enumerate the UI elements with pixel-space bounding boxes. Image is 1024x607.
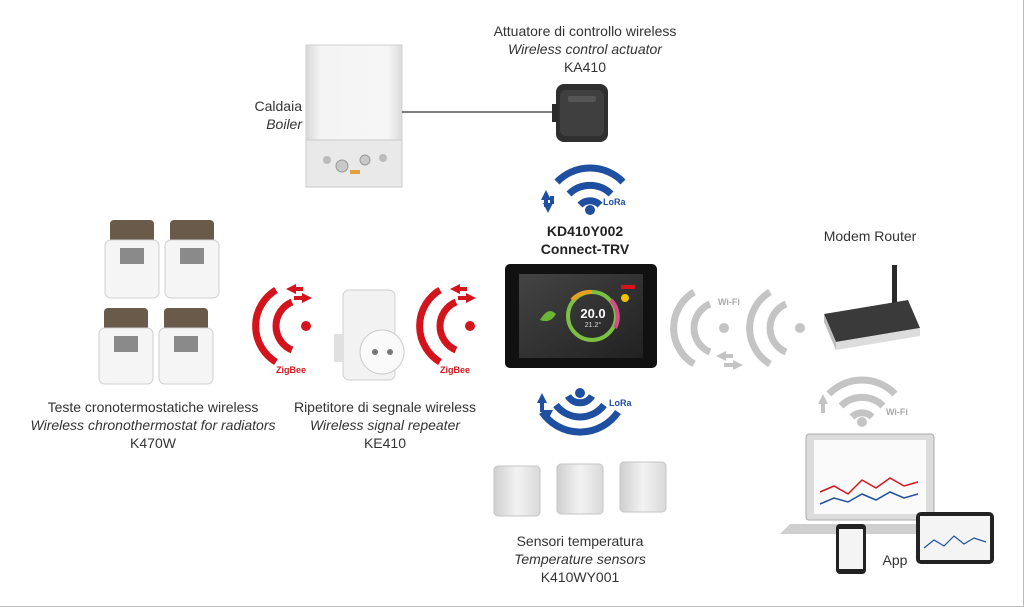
router-label: Modem Router bbox=[800, 227, 940, 245]
zigbee-right-tag: ZigBee bbox=[440, 365, 471, 375]
actuator-image bbox=[552, 84, 608, 142]
zigbee-left-signal-icon bbox=[252, 287, 294, 365]
wifi-app-tag: Wi-Fi bbox=[886, 407, 908, 417]
boiler-image bbox=[305, 44, 403, 188]
repeater-label-it: Ripetitore di segnale wireless bbox=[293, 399, 477, 415]
hub-display-humidity: 21.2° bbox=[584, 322, 602, 329]
zigbee-right-arrows-icon bbox=[450, 284, 476, 303]
trv-image-4 bbox=[158, 308, 214, 385]
router-name: Modem Router bbox=[823, 228, 917, 244]
repeater-label-en: Wireless signal repeater bbox=[309, 417, 461, 433]
hub-name: Connect-TRV bbox=[540, 241, 630, 257]
zigbee-right-signal-icon bbox=[416, 287, 458, 365]
actuator-code: KA410 bbox=[563, 59, 607, 75]
hub-title: KD410Y002 Connect-TRV bbox=[480, 222, 690, 258]
trv-label: Teste cronotermostatiche wireless Wirele… bbox=[18, 398, 288, 452]
wifi-app-arrows-icon bbox=[818, 394, 828, 413]
sensors-label-en: Temperature sensors bbox=[514, 551, 646, 567]
trv-image-1 bbox=[104, 220, 160, 299]
sensor-image-1 bbox=[493, 465, 541, 517]
hub-device-image bbox=[505, 264, 657, 368]
sensors-code: K410WY001 bbox=[540, 569, 620, 585]
boiler-label-en: Boiler bbox=[266, 116, 302, 132]
sensor-image-2 bbox=[556, 463, 604, 515]
repeater-label: Ripetitore di segnale wireless Wireless … bbox=[280, 398, 490, 452]
lora-top-arrows-icon bbox=[541, 190, 554, 213]
actuator-label: Attuatore di controllo wireless Wireless… bbox=[470, 22, 700, 76]
zigbee-left-arrows-icon bbox=[286, 284, 312, 303]
actuator-label-it: Attuatore di controllo wireless bbox=[493, 23, 677, 39]
sensors-label: Sensori temperatura Temperature sensors … bbox=[490, 532, 670, 586]
lora-bottom-signal-icon bbox=[539, 393, 621, 436]
wifi-router-arrows-icon bbox=[716, 351, 743, 370]
trv-image-3 bbox=[98, 308, 154, 385]
app-devices-image bbox=[780, 433, 994, 574]
trv-image-2 bbox=[164, 220, 220, 299]
app-label: App bbox=[865, 551, 925, 569]
lora-bottom-tag: LoRa bbox=[609, 398, 632, 408]
actuator-label-en: Wireless control actuator bbox=[508, 41, 662, 57]
app-name: App bbox=[882, 552, 908, 568]
wifi-router-signal-icon bbox=[670, 289, 788, 367]
trv-label-en: Wireless chronothermostat for radiators bbox=[30, 417, 276, 433]
lora-top-tag: LoRa bbox=[603, 197, 626, 207]
repeater-image bbox=[334, 289, 405, 381]
lora-bottom-arrows-icon bbox=[537, 393, 553, 420]
wifi-app-signal-icon bbox=[826, 376, 898, 420]
repeater-code: KE410 bbox=[363, 435, 407, 451]
sensor-image-3 bbox=[619, 461, 667, 513]
router-image bbox=[824, 265, 920, 350]
sensors-label-it: Sensori temperatura bbox=[516, 533, 644, 549]
lora-top-signal-icon bbox=[554, 164, 626, 208]
zigbee-left-tag: ZigBee bbox=[276, 365, 307, 375]
hub-display-temperature: 20.0 bbox=[580, 306, 606, 321]
trv-label-it: Teste cronotermostatiche wireless bbox=[47, 399, 259, 415]
wifi-router-tag: Wi-Fi bbox=[718, 297, 740, 307]
boiler-label-it: Caldaia bbox=[254, 98, 302, 114]
trv-code: K470W bbox=[130, 435, 176, 451]
boiler-label: Caldaia Boiler bbox=[232, 97, 302, 133]
hub-code: KD410Y002 bbox=[546, 223, 624, 239]
